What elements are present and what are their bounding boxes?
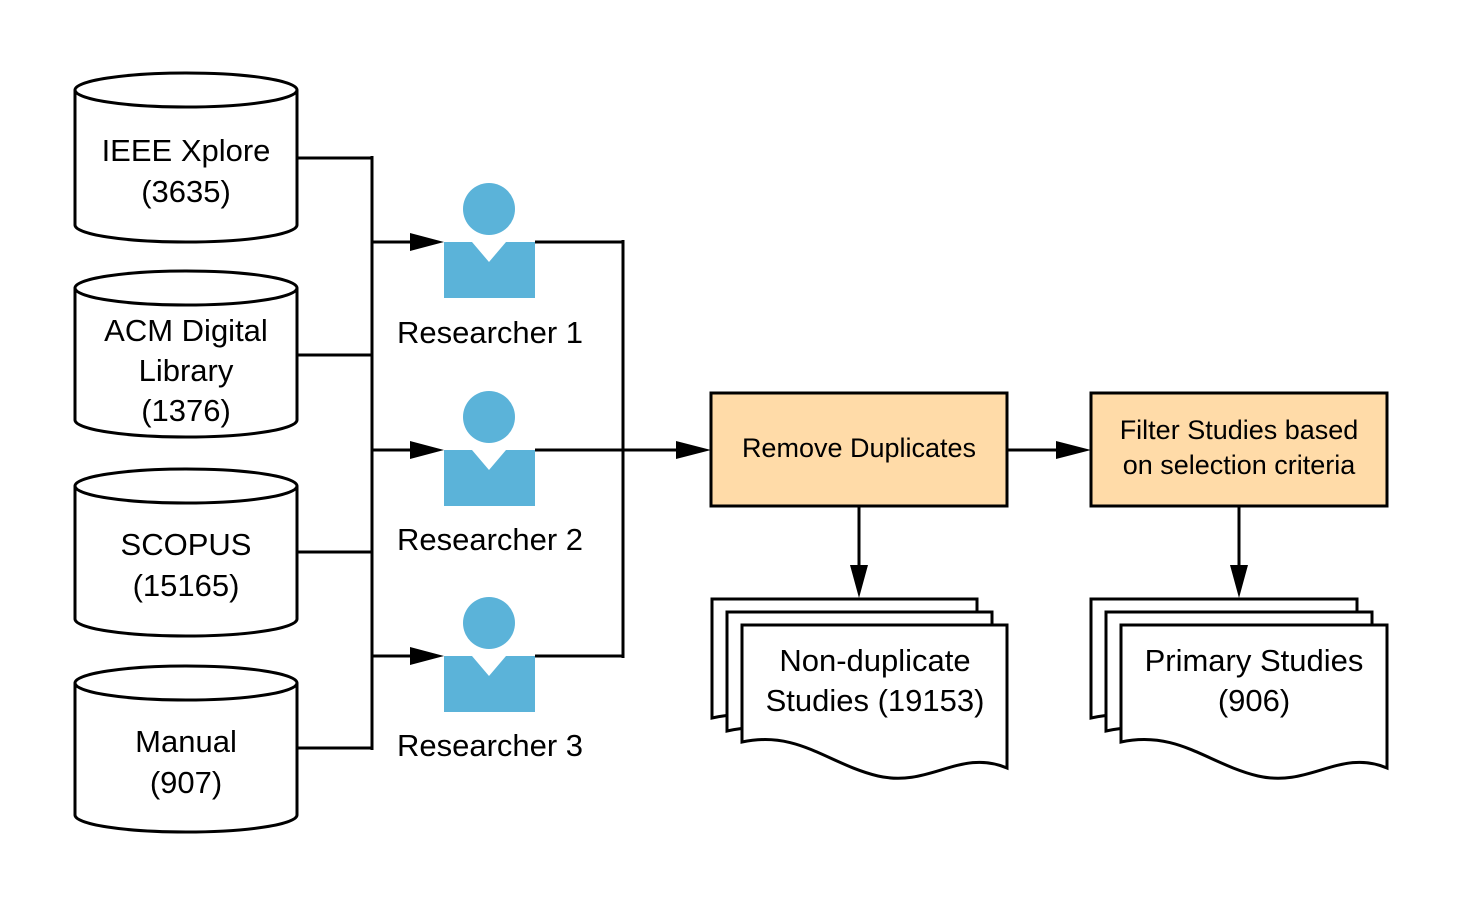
- output-non-duplicate-studies: Non-duplicate Studies (19153): [710, 597, 1009, 780]
- output-label: Non-duplicate: [779, 643, 970, 678]
- output-primary-studies: Primary Studies (906): [1089, 597, 1389, 780]
- researcher-1: Researcher 1: [397, 183, 583, 350]
- bus-arrowheads: [410, 233, 444, 665]
- person-icon: [444, 391, 535, 506]
- database-manual: Manual (907): [73, 664, 299, 834]
- database-count: (15165): [133, 568, 240, 603]
- researcher-label: Researcher 1: [397, 315, 583, 350]
- database-scopus: SCOPUS (15165): [73, 467, 299, 638]
- output-label: Primary Studies: [1145, 643, 1364, 678]
- database-name: ACM Digital: [104, 313, 268, 348]
- database-name: IEEE Xplore: [102, 133, 271, 168]
- process-label: Remove Duplicates: [742, 433, 976, 463]
- database-acm: ACM Digital Library (1376): [73, 269, 299, 439]
- researcher-label: Researcher 3: [397, 728, 583, 763]
- researcher-connectors: [535, 240, 1241, 658]
- database-count: (1376): [141, 393, 231, 428]
- person-icon: [444, 183, 535, 298]
- database-count: (907): [150, 765, 222, 800]
- researcher-3: Researcher 3: [397, 597, 583, 763]
- database-name: Manual: [135, 724, 237, 759]
- output-label-cont: Studies (19153): [766, 683, 985, 718]
- process-arrowheads: [676, 441, 1248, 598]
- output-label-cont: (906): [1218, 683, 1290, 718]
- database-name-cont: Library: [139, 353, 234, 388]
- person-icon: [444, 597, 535, 712]
- database-ieee: IEEE Xplore (3635): [73, 71, 299, 244]
- process-label: Filter Studies based: [1120, 415, 1359, 445]
- process-label-cont: on selection criteria: [1123, 450, 1357, 480]
- db-connectors: [297, 156, 374, 750]
- process-filter-studies: Filter Studies based on selection criter…: [1089, 391, 1389, 508]
- process-remove-duplicates: Remove Duplicates: [709, 391, 1009, 508]
- database-count: (3635): [141, 174, 231, 209]
- researcher-label: Researcher 2: [397, 522, 583, 557]
- researcher-2: Researcher 2: [397, 391, 583, 557]
- database-name: SCOPUS: [121, 527, 252, 562]
